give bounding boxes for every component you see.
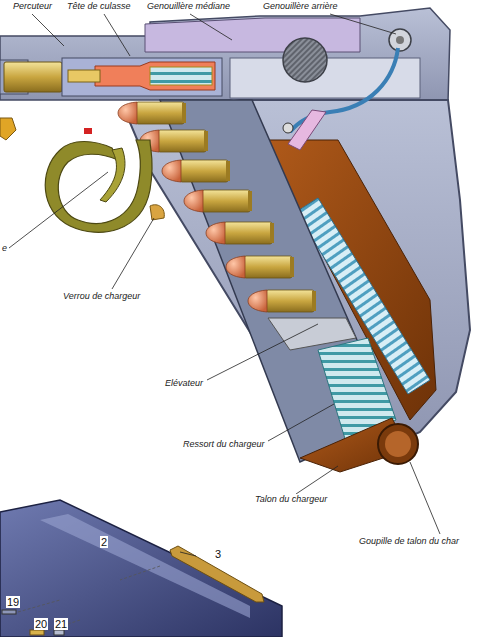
part-label: Percuteur (12, 1, 53, 12)
part-label: Ressort du chargeur (182, 439, 266, 450)
part-label: Genouillère arrière (262, 1, 339, 12)
callout-number: 21 (54, 618, 68, 630)
part-label: Elévateur (164, 378, 204, 389)
part-label: Talon du chargeur (254, 494, 328, 505)
callout-number: 19 (6, 596, 20, 608)
callout-number: 20 (34, 618, 48, 630)
part-label: e (1, 243, 8, 254)
callout-number: 2 (100, 536, 108, 548)
part-label: Genouillère médiane (146, 1, 231, 12)
part-label: Verrou de chargeur (62, 291, 141, 302)
part-label: Tête de culasse (66, 1, 132, 12)
callout-number: 3 (214, 548, 222, 560)
part-label: Goupille de talon du char (358, 536, 460, 547)
